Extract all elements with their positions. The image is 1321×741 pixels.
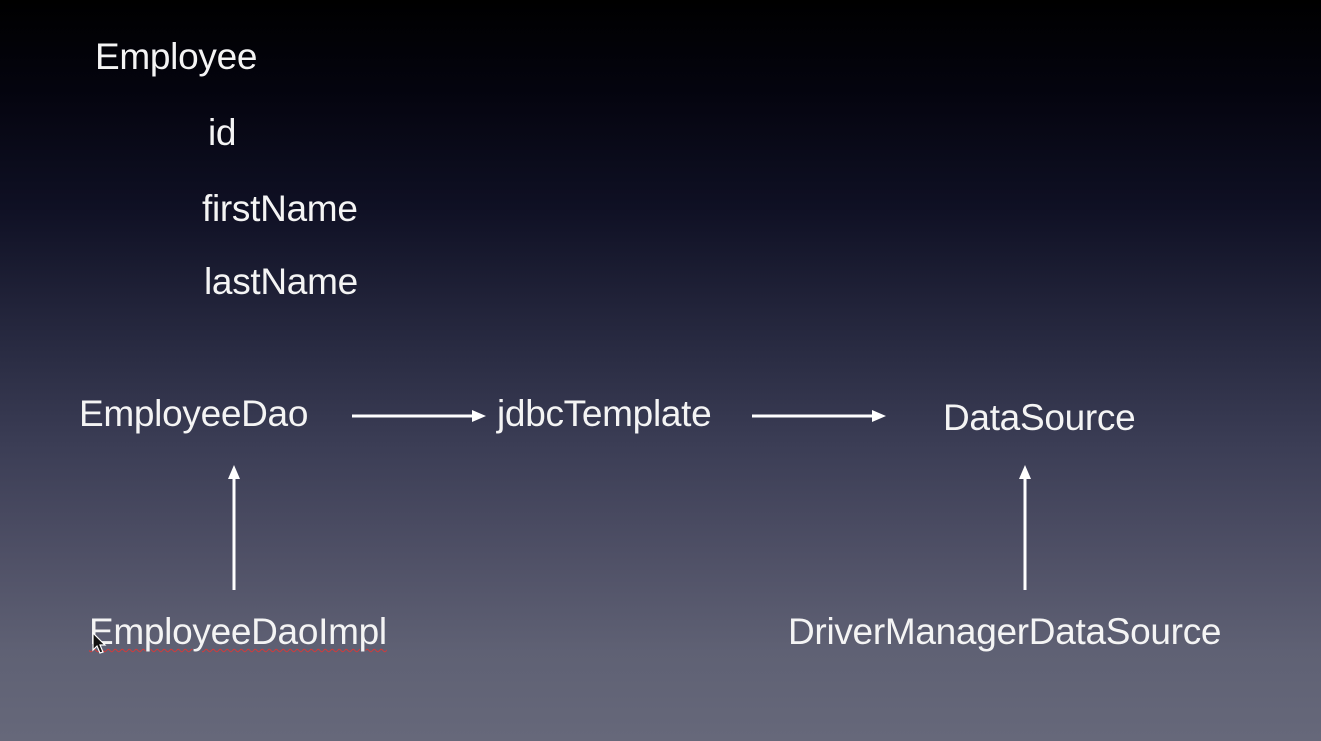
node-employee-dao: EmployeeDao [79,393,309,434]
node-employee-dao-impl: EmployeeDaoImpl [89,611,387,652]
field-id: id [208,112,237,153]
arrow-jdbc-to-datasource [752,410,886,422]
arrow-dao-to-jdbc [352,410,486,422]
mouse-pointer-icon [92,632,107,654]
arrow-dmds-to-datasource [1019,465,1031,590]
field-first-name: firstName [202,188,358,229]
arrow-impl-to-dao [228,465,240,590]
node-data-source: DataSource [943,397,1136,438]
node-jdbc-template: jdbcTemplate [497,393,712,434]
node-driver-manager-data-source: DriverManagerDataSource [788,611,1222,652]
entity-title: Employee [95,36,258,77]
field-last-name: lastName [204,261,358,302]
